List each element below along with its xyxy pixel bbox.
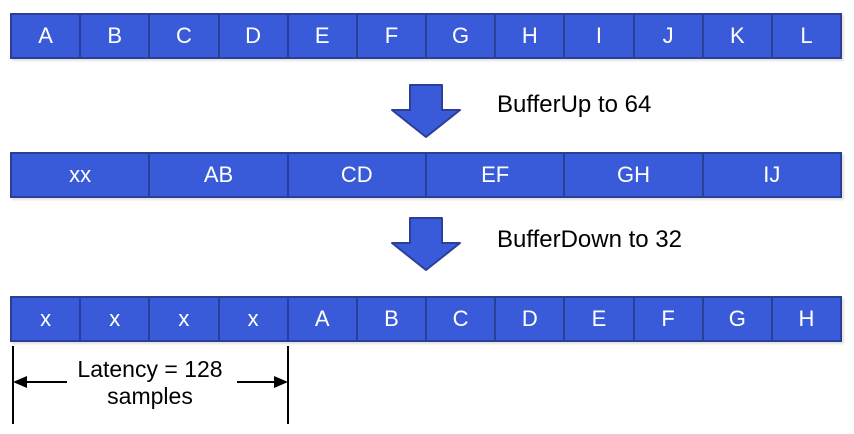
buffer-cell: C <box>425 298 494 340</box>
buffer-cell: AB <box>148 154 286 196</box>
buffer-cell: H <box>770 298 840 340</box>
buffer-cell: J <box>632 15 702 57</box>
down-arrow-icon <box>391 217 461 271</box>
buffer-cell: IJ <box>701 154 840 196</box>
buffer-cell: G <box>701 298 771 340</box>
buffer-cell: CD <box>286 154 425 196</box>
buffer-cell: G <box>425 15 494 57</box>
buffer-cell: B <box>79 15 148 57</box>
buffer-cell: x <box>148 298 217 340</box>
buffer-cell: F <box>355 15 425 57</box>
buffer-up-label: BufferUp to 64 <box>497 91 652 118</box>
buffer-cell: D <box>494 298 563 340</box>
buffer-cell: B <box>355 298 425 340</box>
down-arrow-icon <box>391 84 461 138</box>
buffer-cell: xx <box>69 162 92 187</box>
buffer-cell: H <box>494 15 563 57</box>
buffer-row-middle: xx AB CD EF GH IJ <box>10 152 842 198</box>
latency-label-line1: Latency = 128 <box>77 356 223 382</box>
buffer-row-bottom: x x x x A B C D E F G H <box>10 296 842 342</box>
buffer-cell: L <box>770 15 840 57</box>
buffer-cell: I <box>563 15 632 57</box>
buffer-down-label: BufferDown to 32 <box>497 226 683 253</box>
buffer-cell: GH <box>563 154 701 196</box>
buffer-cell: E <box>286 15 356 57</box>
buffer-cell: E <box>563 298 632 340</box>
buffer-cell: x <box>217 298 287 340</box>
buffer-row-top: A B C D E F G H I J K L <box>10 13 842 59</box>
buffer-cell: F <box>632 298 702 340</box>
latency-label: Latency = 128 samples <box>40 356 260 410</box>
latency-label-line2: samples <box>107 383 193 409</box>
buffer-cell: A <box>286 298 356 340</box>
latency-span-arrows-icon <box>12 346 289 424</box>
buffer-cell: x <box>40 306 52 331</box>
buffer-cell: x <box>79 298 148 340</box>
buffer-cell: EF <box>424 154 563 196</box>
buffer-cell: D <box>217 15 287 57</box>
buffer-cell: A <box>38 23 53 48</box>
buffer-cell: C <box>148 15 217 57</box>
buffer-cell: K <box>701 15 771 57</box>
